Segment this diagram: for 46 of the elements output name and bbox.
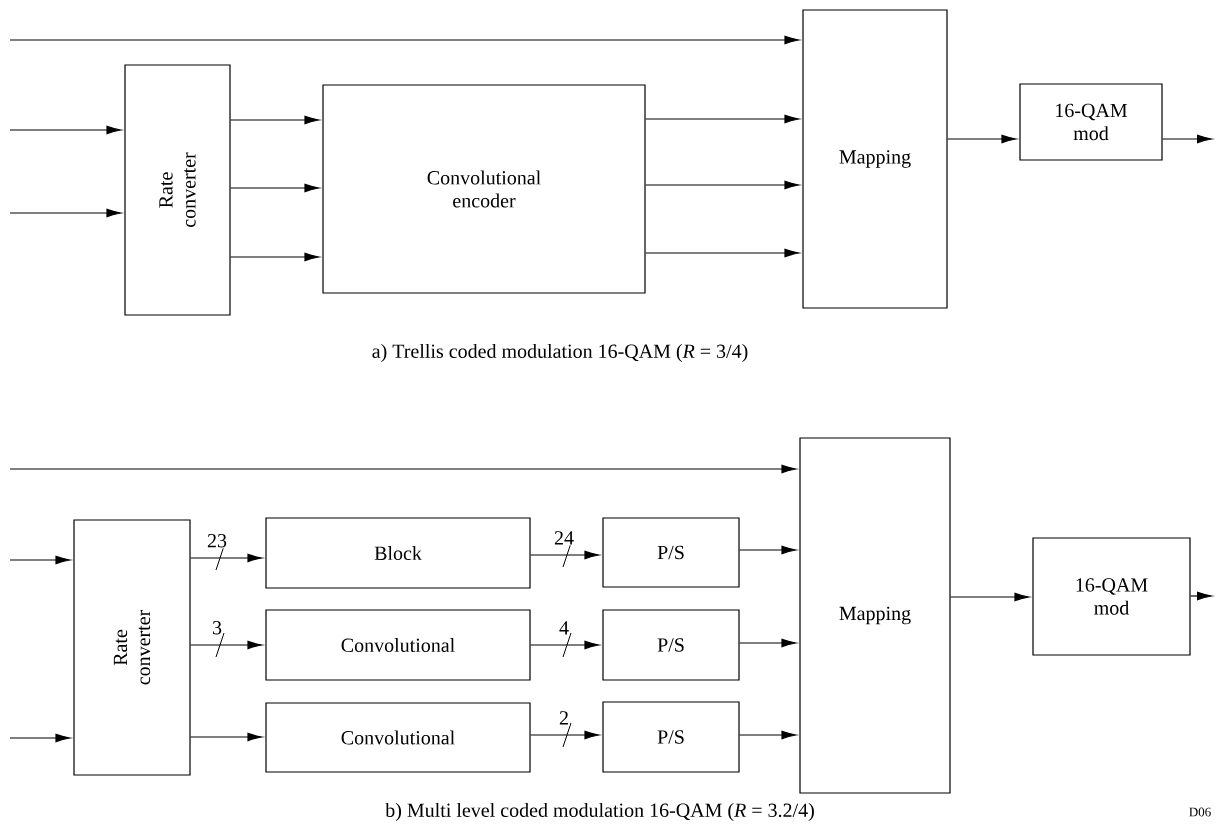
arrow: [645, 248, 800, 258]
figure-caption: b) Multi level coded modulation 16-QAM (R = 3.2/4): [385, 802, 814, 822]
arrow: [230, 115, 320, 125]
block-box: P/S: [602, 701, 740, 773]
block-box: P/S: [602, 517, 740, 588]
arrow: [530, 730, 600, 740]
arrow: [530, 550, 600, 560]
arrow: [230, 183, 320, 193]
arrow: [190, 640, 263, 650]
figure-code: D06: [1189, 807, 1211, 817]
arrow: [9, 555, 71, 565]
block-box: Mapping: [799, 437, 951, 794]
arrow: [9, 208, 122, 218]
rotated-block-box: Rate converter: [73, 519, 191, 776]
bus-width-label: 23: [207, 533, 227, 548]
arrow: [9, 733, 71, 743]
block-box: Convolutional: [265, 609, 531, 681]
arrow: [739, 730, 797, 740]
figure-caption: a) Trellis coded modulation 16-QAM (R = 3/4): [372, 343, 748, 363]
arrow: [9, 35, 800, 45]
arrow: [950, 592, 1030, 602]
block-box: Convolutional encoder: [322, 84, 646, 294]
rotated-block-box: Rate converter: [124, 64, 231, 316]
arrow: [1190, 591, 1212, 601]
block-box: Convolutional: [265, 702, 531, 773]
arrow: [739, 545, 797, 555]
arrow: [645, 180, 800, 190]
arrow: [9, 125, 122, 135]
arrow: [230, 252, 320, 262]
bus-width-label: 3: [212, 620, 222, 635]
arrow: [190, 732, 263, 742]
arrow: [190, 553, 263, 563]
block-box: 16-QAM mod: [1019, 83, 1163, 161]
block-box: Block: [265, 517, 531, 589]
arrow: [645, 114, 800, 124]
block-box: Mapping: [802, 9, 948, 309]
arrow: [9, 464, 797, 474]
block-box: 16-QAM mod: [1032, 537, 1191, 656]
arrow: [739, 638, 797, 648]
bus-width-label: 2: [559, 711, 568, 725]
bus-width-label: 24: [554, 531, 574, 545]
arrow: [947, 134, 1017, 144]
arrow: [530, 640, 600, 650]
block-box: P/S: [602, 609, 740, 681]
arrow: [1162, 134, 1212, 144]
bus-width-label: 4: [559, 621, 569, 635]
